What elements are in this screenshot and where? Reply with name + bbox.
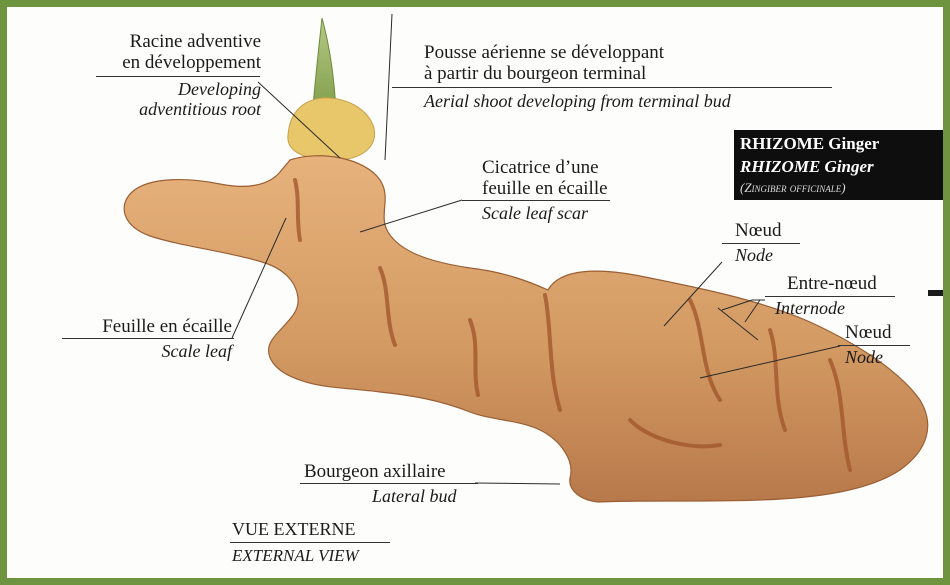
- lateral-bud-fr-label: Bourgeon axillaire: [304, 461, 446, 482]
- edge-mark: [928, 290, 943, 296]
- scale-leaf-en-label: Scale leaf: [162, 341, 232, 361]
- view-title-en: EXTERNAL VIEW: [232, 546, 359, 565]
- lateral-bud-en-label: Lateral bud: [372, 486, 457, 506]
- leader-rule: [722, 243, 800, 244]
- box-line-1: RHIZOME Ginger: [740, 134, 879, 154]
- leader-rule: [300, 483, 478, 484]
- aerial-shoot-en-label: Aerial shoot developing from terminal bu…: [424, 91, 731, 111]
- node-lower-en-label: Node: [845, 347, 883, 367]
- node-upper-fr-label: Nœud: [735, 220, 781, 241]
- rhizome-title-box: RHIZOME Ginger RHIZOME Ginger (Zingiber …: [734, 130, 943, 200]
- box-line-3: (Zingiber officinale): [740, 180, 846, 196]
- title-rule: [230, 542, 390, 543]
- box-line-2: RHIZOME Ginger: [740, 157, 874, 177]
- leader-rule: [765, 296, 895, 297]
- scale-leaf-scar-en-label: Scale leaf scar: [482, 203, 588, 223]
- leader-rule: [462, 200, 610, 201]
- terminal-bud: [288, 98, 375, 160]
- leader-rule: [838, 345, 910, 346]
- leader-rule: [62, 338, 234, 339]
- internode-en-label: Internode: [775, 298, 845, 318]
- internode-fr-label: Entre-nœud: [787, 273, 877, 294]
- leader-rule: [96, 76, 260, 77]
- leader-rule: [392, 87, 832, 88]
- node-upper-en-label: Node: [735, 245, 773, 265]
- node-lower-fr-label: Nœud: [845, 322, 891, 343]
- scale-leaf-fr-label: Feuille en écaille: [102, 316, 232, 337]
- view-title-fr: VUE EXTERNE: [232, 519, 355, 539]
